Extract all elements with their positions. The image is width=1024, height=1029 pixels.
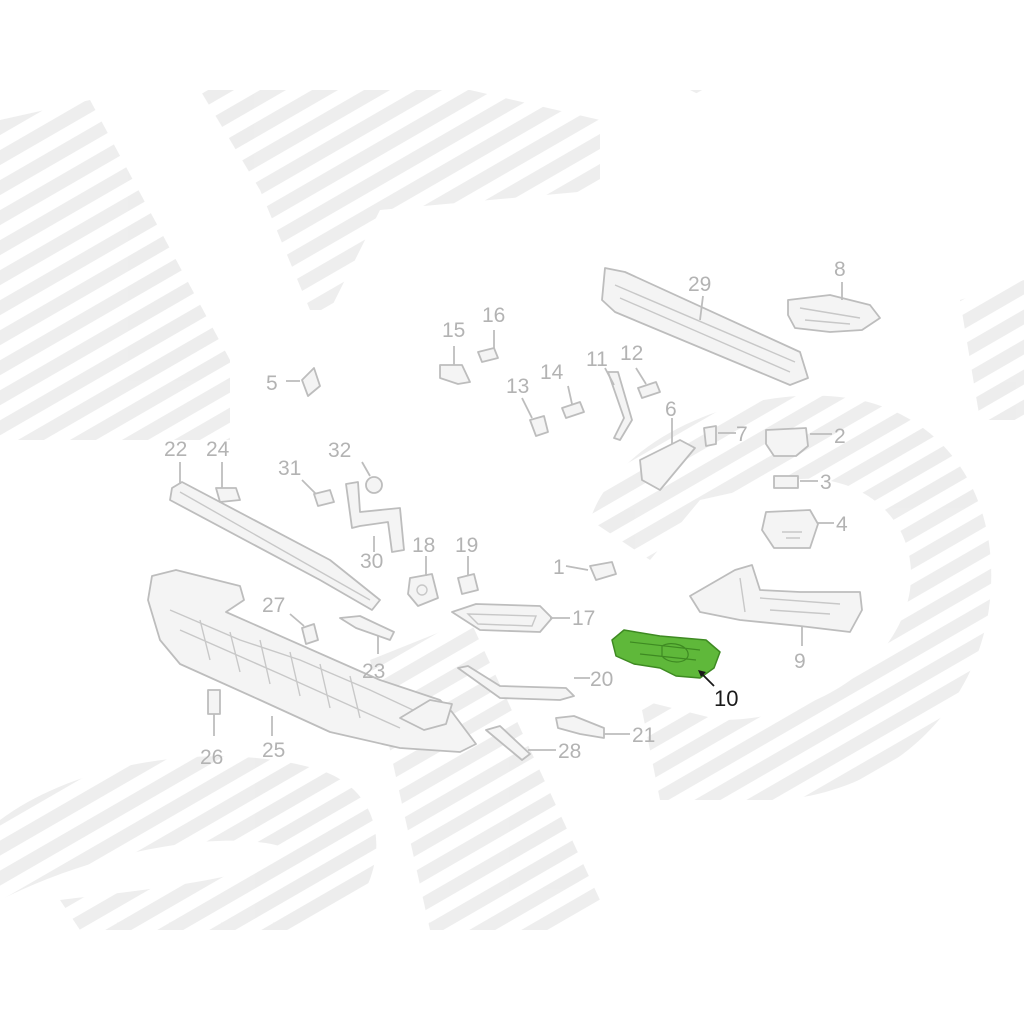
part-12-screw [635,367,661,399]
part-9-bracket [689,564,863,646]
part-7-bolt [703,425,736,447]
part-29-reinforcement-beam [601,267,809,386]
part-8-bracket [787,282,881,333]
part-32-nut [361,461,383,494]
label-10: 10 [714,686,738,711]
part-3-clip [773,475,818,489]
part-1-cap [565,561,617,581]
label-15: 15 [442,319,465,342]
label-13: 13 [506,375,529,398]
label-24: 24 [206,438,230,461]
part-20-trim [457,665,590,701]
label-5: 5 [266,372,278,395]
part-labels: 1 2 3 4 5 6 7 8 9 10 11 12 13 14 15 16 1… [164,258,848,769]
part-13-clip [521,397,549,437]
label-32: 32 [328,439,351,462]
part-18-grommet [407,556,439,607]
label-21: 21 [632,724,655,747]
part-15-clip [439,346,471,385]
label-20: 20 [590,668,613,691]
label-8: 8 [834,258,846,281]
part-2-bracket [765,427,832,457]
label-16: 16 [482,304,505,327]
label-17: 17 [572,607,595,630]
part-17-grille-frame [451,603,570,633]
label-4: 4 [836,513,848,536]
part-24-clip [215,462,241,503]
label-31: 31 [278,457,301,480]
part-11-strip [604,367,633,441]
part-21-strip [555,715,630,739]
label-30: 30 [360,550,383,573]
part-10-highlighted-bracket [611,629,721,687]
label-19: 19 [455,534,478,557]
part-31-screw [301,479,335,507]
label-1: 1 [553,556,565,579]
part-27-clip [289,613,319,645]
part-5-clip [286,367,321,397]
label-26: 26 [200,746,223,769]
part-14-screw [561,385,585,419]
label-2: 2 [834,425,846,448]
watermark-logo [0,90,1024,930]
part-19-sensor [457,556,479,595]
part-6-bracket [639,418,696,491]
label-27: 27 [262,594,285,617]
label-14: 14 [540,361,564,384]
part-28-deflector [485,725,556,761]
part-23-seal [339,615,395,654]
label-22: 22 [164,438,187,461]
part-26-bolt [207,689,221,736]
part-4-cover [761,509,834,549]
part-22-strip [169,462,381,611]
part-30-bracket [345,481,405,553]
label-7: 7 [736,423,748,446]
label-9: 9 [794,650,806,673]
part-16-screw [477,330,499,363]
label-25: 25 [262,739,285,762]
label-18: 18 [412,534,435,557]
label-12: 12 [620,342,643,365]
label-3: 3 [820,471,832,494]
label-11: 11 [586,348,608,371]
label-28: 28 [558,740,581,763]
label-23: 23 [362,660,385,683]
label-29: 29 [688,273,711,296]
label-6: 6 [665,398,677,421]
part-25-lower-panel [147,569,477,753]
